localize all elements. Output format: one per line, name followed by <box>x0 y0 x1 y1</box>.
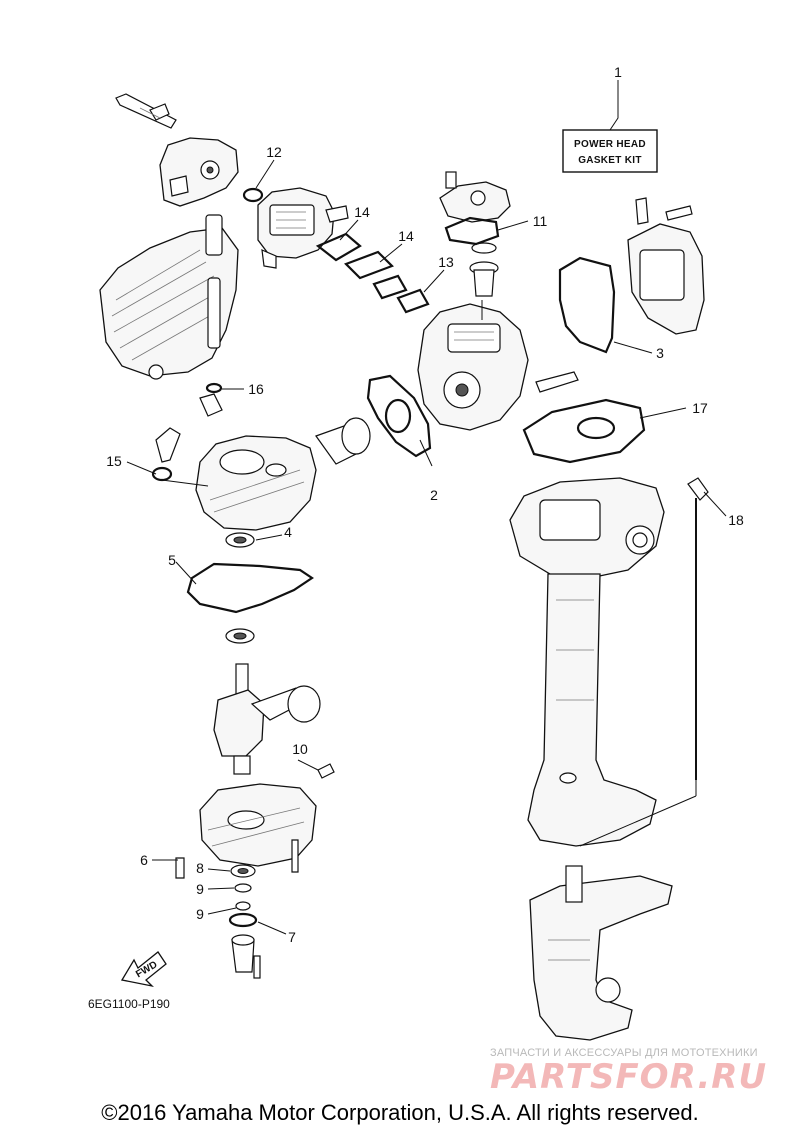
callout-2: 2 <box>430 487 438 503</box>
intake-gasket-13 <box>396 288 430 314</box>
callout-9b: 9 <box>196 906 204 922</box>
bolt-part <box>175 763 335 879</box>
callout-8: 8 <box>196 860 204 876</box>
o-ring-12 <box>242 187 264 203</box>
crankcase-gasket-5 <box>186 562 314 614</box>
callout-5: 5 <box>168 552 176 568</box>
fwd-arrow: FWD <box>120 951 167 988</box>
exhaust-gasket-3 <box>558 256 616 354</box>
watermark-logo: PARTSFOR.RU <box>490 1057 767 1097</box>
seal-rings-part <box>228 864 261 979</box>
callout-11: 11 <box>533 213 548 229</box>
crankcase-upper-part <box>195 435 317 531</box>
base-gasket-opening <box>576 416 616 440</box>
starter-bracket-part <box>159 137 239 207</box>
carb-gasket-14c <box>372 274 408 300</box>
o-ring-16 <box>205 382 223 394</box>
head-gasket-bore <box>384 398 412 434</box>
side-cover-part <box>99 227 239 380</box>
driveshaft-housing-part <box>527 573 657 847</box>
pump-gasket-11 <box>444 216 500 246</box>
callout-3: 3 <box>656 345 664 361</box>
callout-9a: 9 <box>196 881 204 897</box>
callout-14a: 14 <box>354 204 370 220</box>
gasket-kit-box: POWER HEAD GASKET KIT <box>562 129 658 173</box>
thermostat-part <box>469 242 499 297</box>
exhaust-cover-part <box>627 197 705 335</box>
upper-casing-part <box>509 477 665 579</box>
fuel-pump-part <box>439 171 511 223</box>
cooling-tube-part <box>687 477 709 780</box>
watermark: ЗАПЧАСТИ И АКСЕССУАРЫ ДЛЯ МОТОТЕХНИКИ PA… <box>490 1047 767 1097</box>
watermark-caption: ЗАПЧАСТИ И АКСЕССУАРЫ ДЛЯ МОТОТЕХНИКИ <box>490 1047 758 1059</box>
kit-box-line2: GASKET KIT <box>578 155 642 166</box>
lower-unit-part <box>529 865 673 1041</box>
callout-1: 1 <box>614 64 622 80</box>
carb-gasket-14a <box>315 232 362 262</box>
callout-labels: 1 2 3 4 5 6 7 8 9 9 10 11 12 13 14 14 15… <box>106 64 744 945</box>
callout-10: 10 <box>292 741 308 757</box>
callout-7: 7 <box>288 929 296 945</box>
callout-12: 12 <box>266 144 282 160</box>
kit-box-line1: POWER HEAD <box>574 139 646 150</box>
callout-15: 15 <box>106 453 122 469</box>
diagram-code: 6EG1100-P190 <box>88 997 170 1011</box>
carburetor-part <box>257 187 349 269</box>
callout-14b: 14 <box>398 228 414 244</box>
crankshaft-part <box>213 663 321 775</box>
leader-lines <box>126 80 727 935</box>
callout-18: 18 <box>728 512 744 528</box>
cylinder-head-part <box>417 303 579 431</box>
base-gasket-17 <box>522 398 646 464</box>
throttle-rod-part <box>115 93 177 129</box>
dipstick-part <box>155 427 181 463</box>
callout-6: 6 <box>140 852 148 868</box>
bearing-part <box>225 532 255 644</box>
head-gasket-2 <box>366 374 432 458</box>
callout-13: 13 <box>438 254 454 270</box>
callout-17: 17 <box>692 400 708 416</box>
copyright-notice: ©2016 Yamaha Motor Corporation, U.S.A. A… <box>101 1100 699 1125</box>
lever-link-part <box>199 214 223 417</box>
callout-4: 4 <box>284 524 292 540</box>
carb-gasket-14b <box>344 250 394 280</box>
crankcase-lower-part <box>199 783 317 867</box>
callout-16: 16 <box>248 381 264 397</box>
cylinder-sleeve-part <box>315 417 371 465</box>
